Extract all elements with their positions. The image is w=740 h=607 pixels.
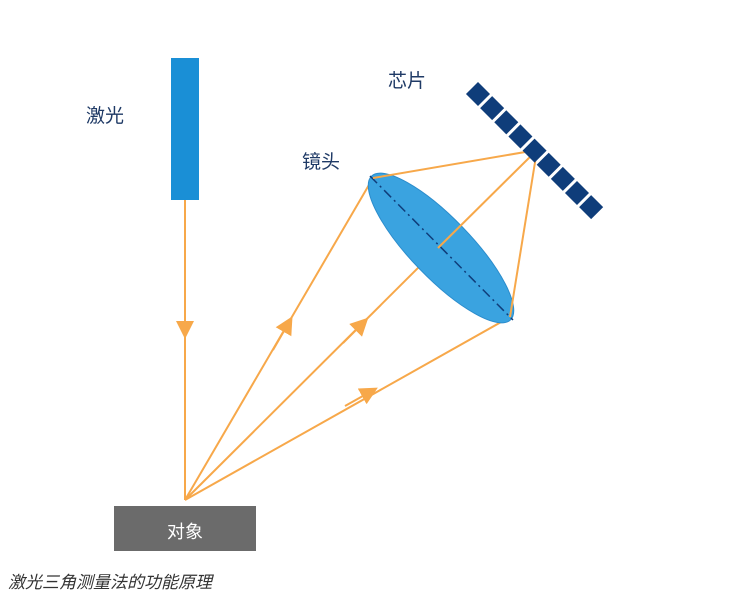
lens-label: 镜头: [302, 151, 341, 173]
lens-axis: [369, 175, 514, 321]
reflected-ray-middle: [184, 247, 439, 501]
reflected-ray-upper-arrow: [272, 316, 293, 351]
laser-source: [171, 58, 199, 200]
focused-ray-upper: [372, 149, 538, 179]
chip-label: 芯片: [388, 70, 427, 92]
object-surface: 对象: [114, 506, 256, 551]
reflected-ray-lower: [184, 316, 511, 501]
laser-label: 激光: [86, 105, 125, 127]
reflected-ray-middle-arrow: [342, 317, 369, 344]
focused-ray-middle: [437, 149, 538, 249]
reflected-ray-lower-arrow: [344, 387, 378, 407]
focused-ray-lower: [509, 149, 538, 318]
object-label: 对象: [167, 522, 203, 543]
diagram-caption: 激光三角测量法的功能原理: [8, 573, 212, 593]
